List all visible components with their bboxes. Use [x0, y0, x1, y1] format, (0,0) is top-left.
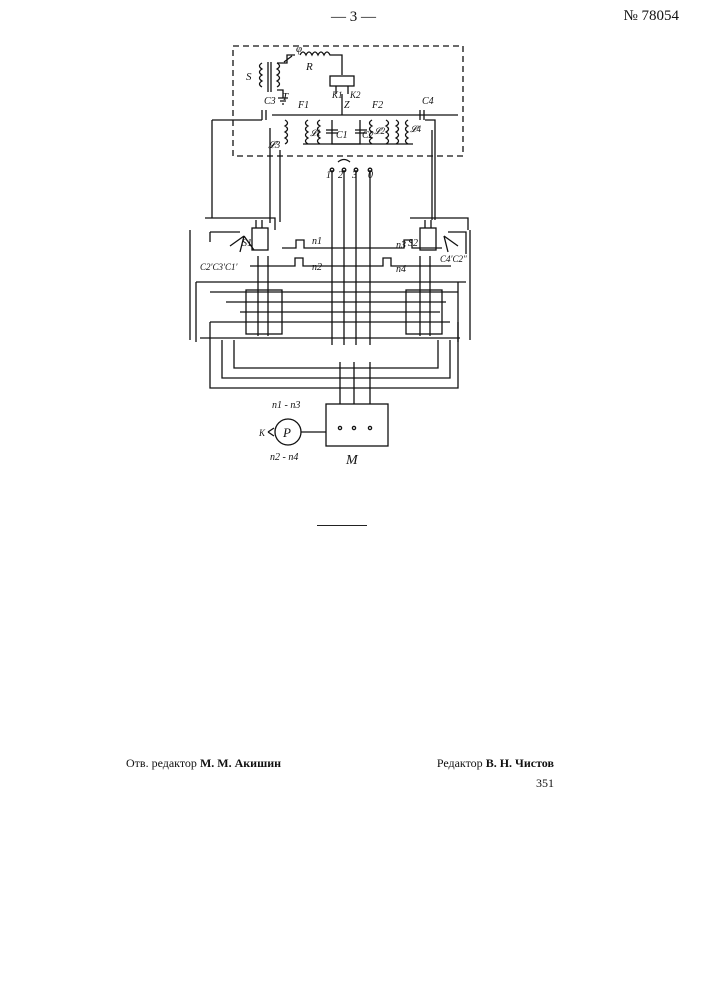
label-right-contacts: C4′C2″	[440, 254, 467, 264]
terminal-label-2: 2	[338, 170, 343, 181]
label-L2: 𝓛2	[374, 126, 386, 136]
label-n2: n2	[312, 262, 322, 273]
editor: Редактор В. Н. Чистов	[437, 756, 554, 771]
terminal-label-1: 1	[326, 170, 331, 181]
label-T: T	[282, 91, 289, 103]
label-L4: 𝓛4	[410, 124, 422, 134]
responsible-editor-name: М. М. Акишин	[200, 756, 281, 770]
label-C2: C2	[362, 130, 374, 141]
responsible-editor: Отв. редактор М. М. Акишин	[126, 756, 281, 771]
sheet-number: 351	[536, 776, 554, 791]
label-n3: n3	[396, 240, 406, 251]
label-relay-top: n1 - n3	[272, 400, 300, 411]
label-phi: φ	[296, 43, 302, 55]
terminal-label-0: 0	[368, 170, 373, 181]
responsible-editor-label: Отв. редактор	[126, 756, 197, 770]
label-F2: F2	[371, 100, 383, 111]
label-left-contacts: C2′C3′C1′	[200, 262, 238, 272]
label-L1: 𝓛1	[310, 128, 321, 138]
label-n4: n4	[396, 264, 406, 275]
terminal-label-3: 3	[351, 170, 357, 181]
divider-rule	[317, 525, 367, 526]
footer-credits: Отв. редактор М. М. Акишин Редактор В. Н…	[126, 756, 554, 771]
label-n1: n1	[312, 236, 322, 247]
label-S2: S2	[408, 238, 418, 249]
editor-label: Редактор	[437, 756, 483, 770]
label-R: R	[305, 61, 313, 73]
editor-name: В. Н. Чистов	[486, 756, 554, 770]
label-C3: C3	[264, 96, 276, 107]
label-L3: 𝓛3	[268, 140, 280, 151]
label-S1: S1	[242, 238, 252, 249]
label-relay-P: P	[282, 425, 291, 440]
label-S: S	[246, 71, 252, 83]
label-motor-M: M	[345, 453, 359, 468]
label-K2: K2	[349, 90, 361, 100]
label-F1: F1	[297, 100, 309, 111]
label-Z: Z	[344, 100, 350, 111]
label-K1: K1	[331, 90, 343, 100]
label-relay-bottom: n2 - n4	[270, 452, 298, 463]
label-C4: C4	[422, 96, 434, 107]
label-C1: C1	[336, 130, 348, 141]
label-relay-K: K	[258, 428, 266, 438]
